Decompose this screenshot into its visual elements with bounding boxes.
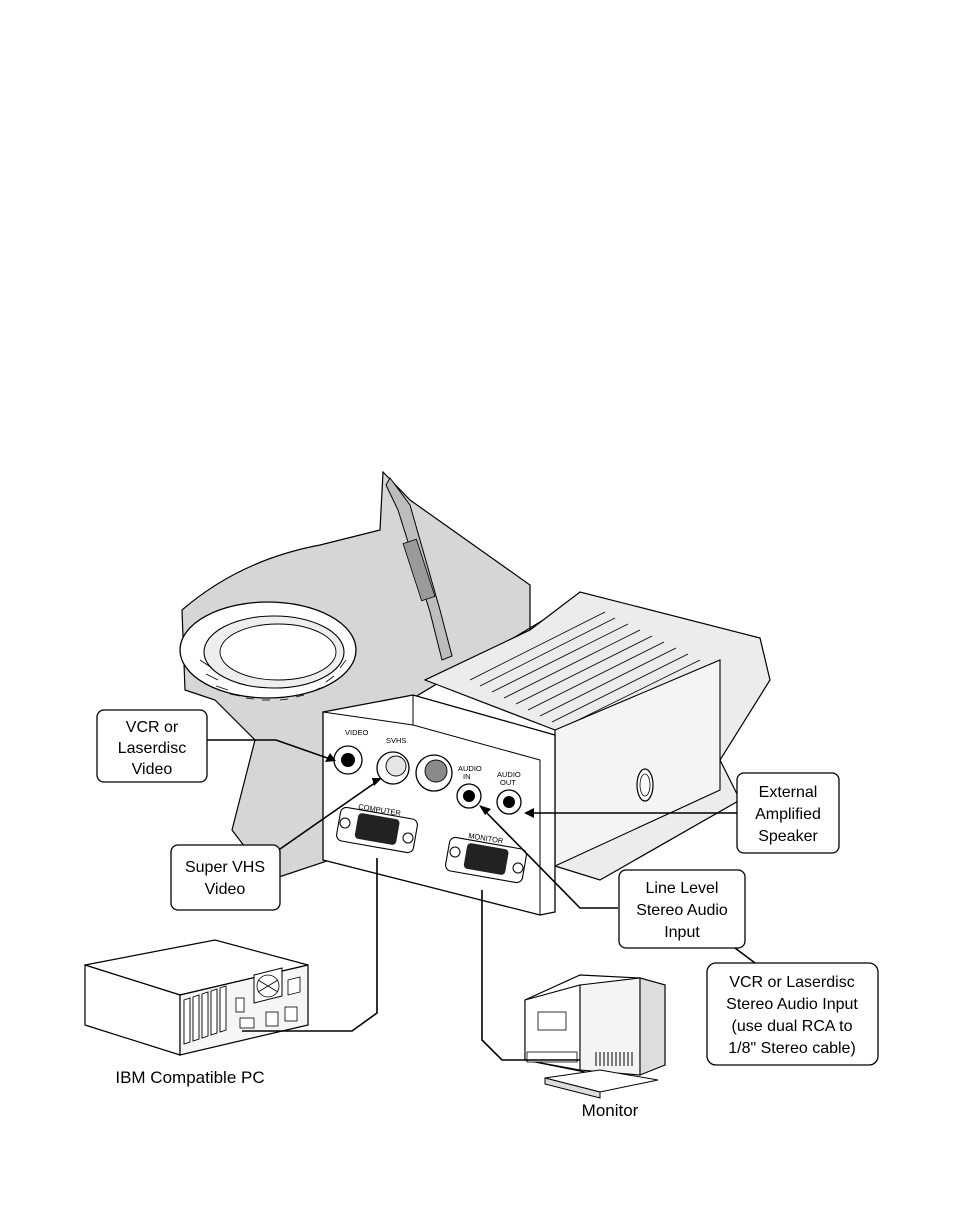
panel-label-audio-out-1: AUDIO [497, 770, 521, 779]
callout-vcr-video: VCR or Laserdisc Video [96, 709, 208, 783]
callout-super-vhs-line-1: Super VHS [185, 859, 265, 876]
callout-external-speaker: External Amplified Speaker [736, 772, 840, 854]
panel-label-audio-in-1: AUDIO [458, 764, 482, 773]
panel-label-audio-in-2: IN [463, 772, 471, 781]
callout-vcr-stereo-line-3: (use dual RCA to [732, 1018, 853, 1035]
callout-vcr-video-line-3: Video [132, 761, 173, 778]
connection-cables [207, 739, 756, 1061]
arrowheads [325, 753, 534, 818]
callout-vcr-stereo-line-1: VCR or Laserdisc [729, 974, 854, 991]
panel-label-video: VIDEO [345, 728, 369, 737]
callout-line-level-audio: Line Level Stereo Audio Input [618, 869, 746, 949]
panel-label-audio-out-2: OUT [500, 778, 516, 787]
monitor-label: Monitor [582, 1101, 639, 1120]
callout-super-vhs: Super VHS Video [170, 844, 281, 911]
callout-vcr-stereo-audio: VCR or Laserdisc Stereo Audio Input (use… [706, 962, 879, 1066]
callout-external-speaker-line-1: External [759, 784, 818, 801]
projector-illustration [179, 470, 771, 916]
panel-label-svhs: SVHS [386, 736, 406, 745]
callout-vcr-video-line-2: Laserdisc [118, 740, 186, 757]
callout-external-speaker-line-2: Amplified [755, 806, 821, 823]
callout-external-speaker-line-3: Speaker [758, 828, 818, 845]
callout-vcr-video-line-1: VCR or [126, 719, 179, 736]
monitor-illustration [524, 974, 666, 1099]
pc-illustration [84, 939, 309, 1056]
callout-vcr-stereo-line-4: 1/8" Stereo cable) [728, 1040, 856, 1057]
pc-label: IBM Compatible PC [115, 1068, 264, 1087]
callout-line-level-line-3: Input [664, 924, 700, 941]
callout-line-level-line-2: Stereo Audio [636, 902, 728, 919]
callout-super-vhs-line-2: Video [205, 881, 246, 898]
callout-line-level-line-1: Line Level [646, 880, 719, 897]
callout-vcr-stereo-line-2: Stereo Audio Input [726, 996, 858, 1013]
